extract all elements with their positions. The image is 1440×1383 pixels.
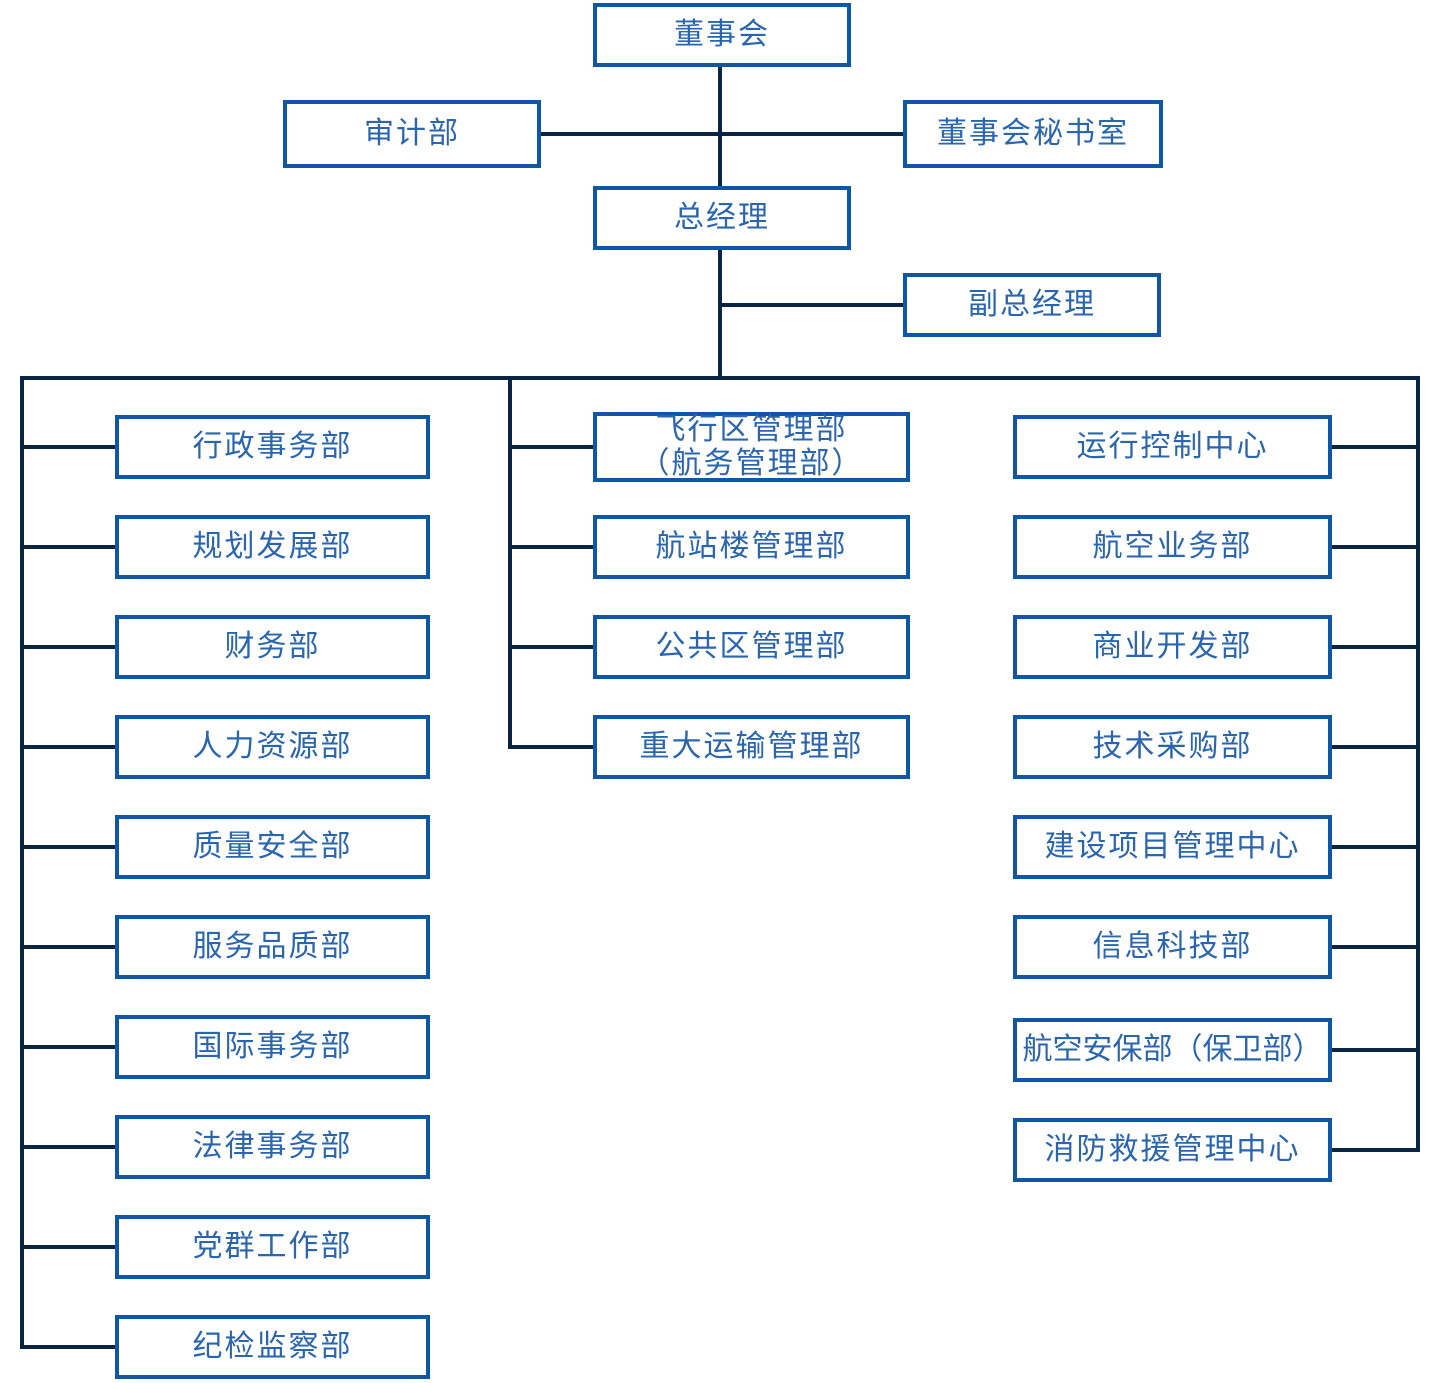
node-board: 董事会: [593, 3, 851, 67]
node-label: 航空安保部（保卫部）: [1022, 1032, 1323, 1066]
connector-stub: [1332, 945, 1416, 949]
node-label: 商业开发部: [1092, 629, 1253, 663]
node-service-quality-dept: 服务品质部: [115, 915, 430, 979]
spine-left: [20, 376, 24, 1349]
connector-stub: [24, 545, 115, 549]
connector-stub: [1332, 645, 1416, 649]
connector-stub: [1332, 845, 1416, 849]
node-label: 法律事务部: [192, 1129, 353, 1163]
node-label: 国际事务部: [192, 1029, 353, 1063]
node-label: 建设项目管理中心: [1044, 829, 1301, 863]
node-label: 技术采购部: [1092, 729, 1253, 763]
node-label: 财务部: [224, 629, 321, 663]
node-airfield-mgmt-dept: 飞行区管理部 （航务管理部）: [593, 412, 910, 482]
connector-board-to-gm: [718, 67, 722, 186]
node-human-resources-dept: 人力资源部: [115, 715, 430, 779]
node-label: 总经理: [674, 200, 770, 234]
node-label: 行政事务部: [192, 429, 353, 463]
connector-stub: [24, 445, 115, 449]
node-legal-affairs-dept: 法律事务部: [115, 1115, 430, 1179]
node-label: 党群工作部: [192, 1229, 353, 1263]
node-label: 航站楼管理部: [655, 529, 848, 563]
connector-stub: [24, 645, 115, 649]
node-finance-dept: 财务部: [115, 615, 430, 679]
node-label: 公共区管理部: [655, 629, 848, 663]
connector-stub: [512, 645, 593, 649]
node-construction-project-mgmt-center: 建设项目管理中心: [1013, 815, 1332, 879]
node-label: 运行控制中心: [1076, 429, 1269, 463]
node-major-transport-mgmt-dept: 重大运输管理部: [593, 715, 910, 779]
node-discipline-inspection-dept: 纪检监察部: [115, 1315, 430, 1379]
node-planning-development-dept: 规划发展部: [115, 515, 430, 579]
connector-stub: [1332, 1048, 1416, 1052]
connector-stub: [24, 945, 115, 949]
node-party-mass-work-dept: 党群工作部: [115, 1215, 430, 1279]
connector-stub: [24, 845, 115, 849]
connector-stub: [24, 1045, 115, 1049]
node-quality-safety-dept: 质量安全部: [115, 815, 430, 879]
node-label: 重大运输管理部: [639, 729, 864, 763]
node-audit-dept: 审计部: [283, 100, 541, 168]
connector-stub: [512, 445, 593, 449]
spine-middle: [508, 376, 512, 749]
node-general-manager: 总经理: [593, 186, 851, 250]
node-label: 规划发展部: [192, 529, 353, 563]
node-public-area-mgmt-dept: 公共区管理部: [593, 615, 910, 679]
node-international-affairs-dept: 国际事务部: [115, 1015, 430, 1079]
connector-stub: [24, 1145, 115, 1149]
connector-audit-secretary: [541, 132, 903, 136]
node-label: 消防救援管理中心: [1044, 1132, 1301, 1166]
node-information-technology-dept: 信息科技部: [1013, 915, 1332, 979]
connector-stub: [1332, 1148, 1416, 1152]
connector-stub: [24, 1245, 115, 1249]
connector-stub: [1332, 745, 1416, 749]
node-aviation-security-dept: 航空安保部（保卫部）: [1013, 1018, 1332, 1082]
connector-stub: [24, 1345, 115, 1349]
node-fire-rescue-mgmt-center: 消防救援管理中心: [1013, 1118, 1332, 1182]
node-aviation-business-dept: 航空业务部: [1013, 515, 1332, 579]
connector-to-deputy-gm: [722, 303, 903, 307]
rail-top: [20, 376, 1420, 380]
node-label: 副总经理: [968, 287, 1096, 321]
node-admin-affairs-dept: 行政事务部: [115, 415, 430, 479]
node-label: 服务品质部: [192, 929, 353, 963]
node-board-secretary-office: 董事会秘书室: [903, 100, 1163, 168]
node-deputy-general-manager: 副总经理: [903, 273, 1161, 337]
node-terminal-mgmt-dept: 航站楼管理部: [593, 515, 910, 579]
node-label: 人力资源部: [192, 729, 353, 763]
node-label: 纪检监察部: [192, 1329, 353, 1363]
spine-right: [1416, 376, 1420, 1152]
node-label: 审计部: [364, 116, 460, 150]
node-technology-procurement-dept: 技术采购部: [1013, 715, 1332, 779]
node-label: 信息科技部: [1092, 929, 1253, 963]
connector-stub: [512, 545, 593, 549]
node-label: 航空业务部: [1092, 529, 1253, 563]
node-label: 董事会: [674, 17, 770, 51]
node-label: 董事会秘书室: [937, 116, 1129, 150]
connector-stub: [24, 745, 115, 749]
connector-stub: [1332, 445, 1416, 449]
connector-gm-to-rail: [718, 250, 722, 378]
node-operation-control-center: 运行控制中心: [1013, 415, 1332, 479]
connector-stub: [512, 745, 593, 749]
node-label: 飞行区管理部 （航务管理部）: [639, 412, 864, 481]
node-label: 质量安全部: [192, 829, 353, 863]
connector-stub: [1332, 545, 1416, 549]
node-commercial-development-dept: 商业开发部: [1013, 615, 1332, 679]
